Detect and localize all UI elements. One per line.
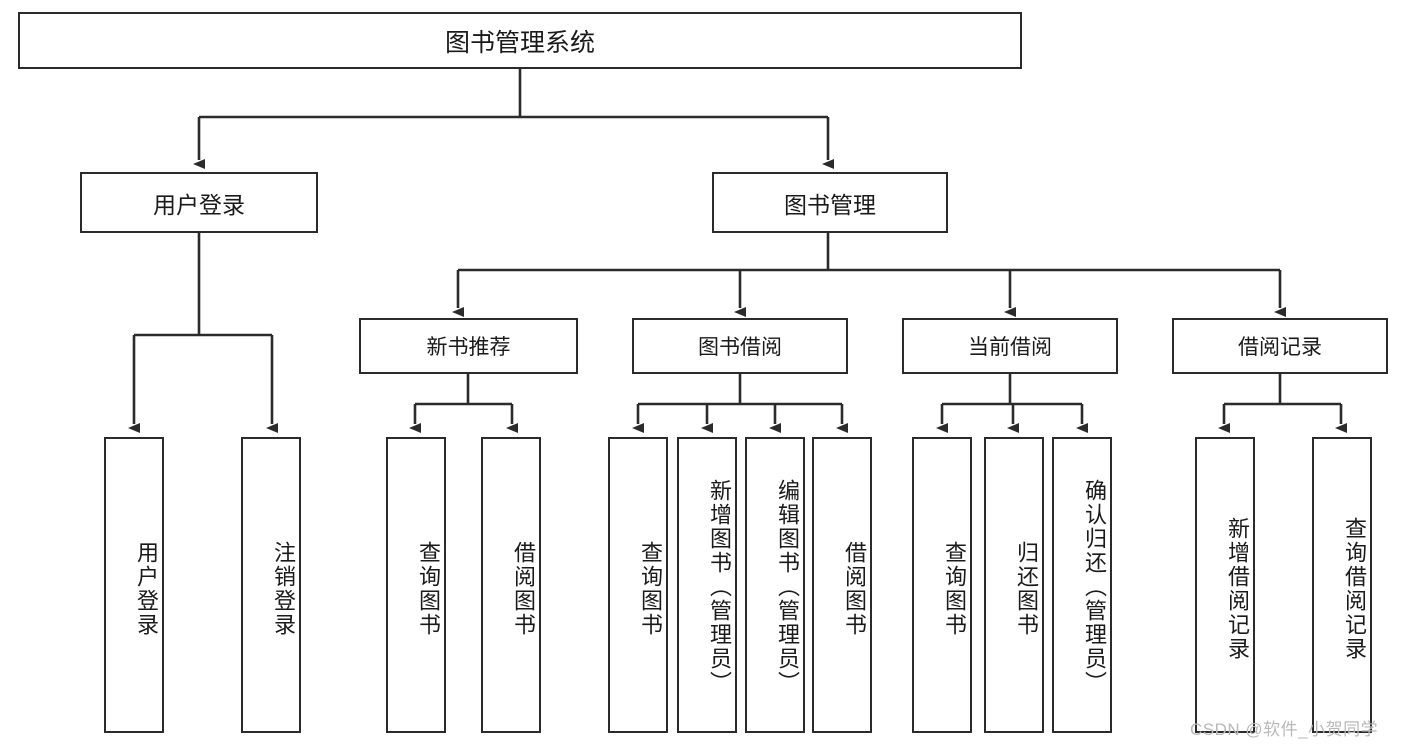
node-root[interactable]: 图书管理系统 [18, 12, 1022, 69]
leaf-query-book-current[interactable]: 查询图书 [912, 437, 972, 733]
leaf-user-login[interactable]: 用户登录 [104, 437, 164, 733]
leaf-query-book-recommend[interactable]: 查询图书 [386, 437, 446, 733]
leaf-add-borrow-record[interactable]: 新增借阅记录 [1195, 437, 1255, 733]
node-borrow-record[interactable]: 借阅记录 [1172, 318, 1388, 374]
node-book-borrow[interactable]: 图书借阅 [632, 318, 848, 374]
leaf-borrow-book[interactable]: 借阅图书 [812, 437, 872, 733]
node-user-login[interactable]: 用户登录 [80, 172, 318, 233]
node-new-book-recommend[interactable]: 新书推荐 [359, 318, 578, 374]
leaf-logout[interactable]: 注销登录 [241, 437, 301, 733]
watermark-text: CSDN @软件_小贺同学 [1190, 720, 1379, 739]
leaf-return-book[interactable]: 归还图书 [984, 437, 1044, 733]
leaf-confirm-return-admin[interactable]: 确认归还（管理员） [1052, 437, 1112, 733]
leaf-query-borrow-record[interactable]: 查询借阅记录 [1312, 437, 1372, 733]
leaf-edit-book-admin[interactable]: 编辑图书（管理员） [745, 437, 805, 733]
leaf-add-book-admin[interactable]: 新增图书（管理员） [677, 437, 737, 733]
leaf-query-book-borrow[interactable]: 查询图书 [608, 437, 668, 733]
leaf-borrow-book-recommend[interactable]: 借阅图书 [481, 437, 541, 733]
node-book-management[interactable]: 图书管理 [712, 172, 948, 233]
node-current-borrow[interactable]: 当前借阅 [902, 318, 1118, 374]
